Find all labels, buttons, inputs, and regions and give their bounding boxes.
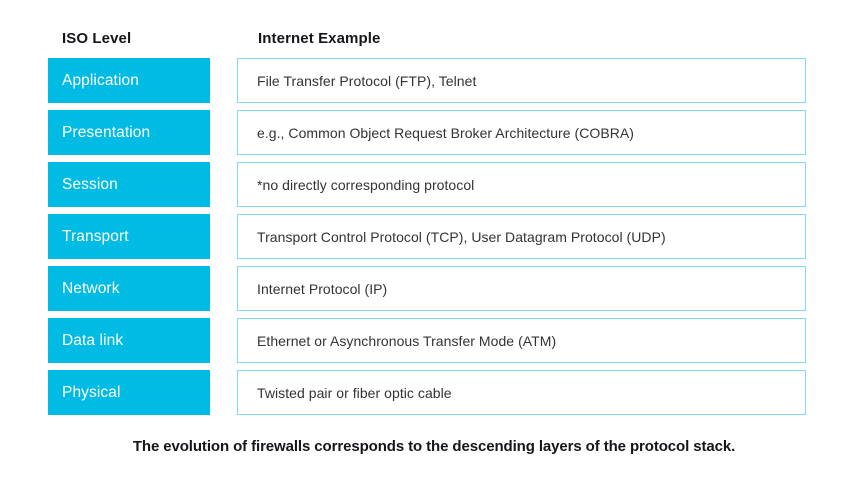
- example-cell-network: Internet Protocol (IP): [237, 266, 806, 311]
- example-label: File Transfer Protocol (FTP), Telnet: [257, 72, 477, 89]
- level-cell-data-link: Data link: [48, 318, 210, 363]
- level-label: Application: [62, 71, 139, 89]
- column-header-iso-level: ISO Level: [62, 30, 132, 47]
- table-row: Network Internet Protocol (IP): [0, 266, 868, 311]
- table-row: Physical Twisted pair or fiber optic cab…: [0, 370, 868, 415]
- level-label: Network: [62, 279, 120, 297]
- example-label: e.g., Common Object Request Broker Archi…: [257, 124, 634, 141]
- column-header-internet-example: Internet Example: [258, 30, 381, 47]
- level-label: Presentation: [62, 123, 151, 141]
- level-cell-presentation: Presentation: [48, 110, 210, 155]
- table-row: Session *no directly corresponding proto…: [0, 162, 868, 207]
- level-cell-application: Application: [48, 58, 210, 103]
- example-label: Transport Control Protocol (TCP), User D…: [257, 228, 666, 245]
- example-label: Internet Protocol (IP): [257, 280, 388, 297]
- table-row: Data link Ethernet or Asynchronous Trans…: [0, 318, 868, 363]
- table-row: Application File Transfer Protocol (FTP)…: [0, 58, 868, 103]
- level-cell-network: Network: [48, 266, 210, 311]
- example-cell-session: *no directly corresponding protocol: [237, 162, 806, 207]
- table-row: Transport Transport Control Protocol (TC…: [0, 214, 868, 259]
- level-label: Physical: [62, 383, 121, 401]
- example-cell-application: File Transfer Protocol (FTP), Telnet: [237, 58, 806, 103]
- example-cell-data-link: Ethernet or Asynchronous Transfer Mode (…: [237, 318, 806, 363]
- level-cell-session: Session: [48, 162, 210, 207]
- level-cell-transport: Transport: [48, 214, 210, 259]
- example-cell-presentation: e.g., Common Object Request Broker Archi…: [237, 110, 806, 155]
- table-row: Presentation e.g., Common Object Request…: [0, 110, 868, 155]
- example-label: *no directly corresponding protocol: [257, 176, 475, 193]
- level-label: Data link: [62, 331, 124, 349]
- level-label: Session: [62, 175, 118, 193]
- figure-caption: The evolution of firewalls corresponds t…: [132, 438, 736, 455]
- example-cell-transport: Transport Control Protocol (TCP), User D…: [237, 214, 806, 259]
- level-cell-physical: Physical: [48, 370, 210, 415]
- column-headers: ISO Level Internet Example: [0, 30, 868, 54]
- example-label: Ethernet or Asynchronous Transfer Mode (…: [257, 332, 557, 349]
- layer-table: Application File Transfer Protocol (FTP)…: [0, 58, 868, 422]
- example-label: Twisted pair or fiber optic cable: [257, 384, 452, 401]
- level-label: Transport: [62, 227, 129, 245]
- example-cell-physical: Twisted pair or fiber optic cable: [237, 370, 806, 415]
